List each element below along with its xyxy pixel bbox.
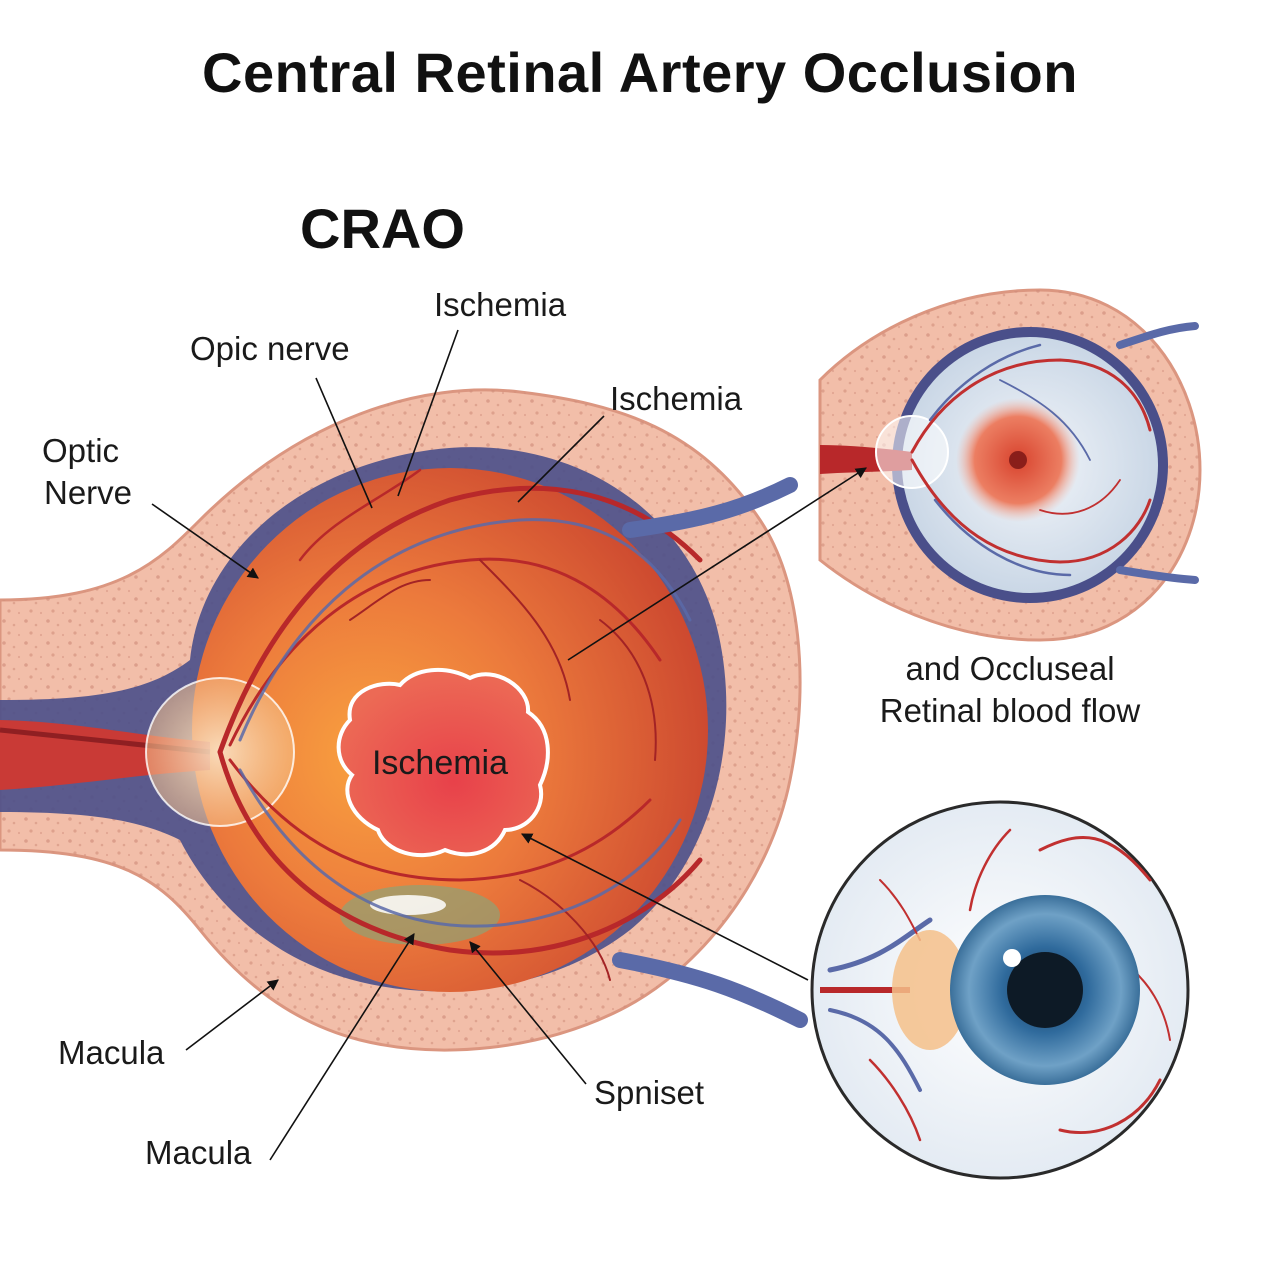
label-macula-left: Macula <box>58 1034 165 1071</box>
label-ischemia-right: Ischemia <box>610 380 743 417</box>
label-optic-nerve-line2: Nerve <box>44 474 133 511</box>
label-opic-nerve: Opic nerve <box>190 330 350 367</box>
label-ischemia-center: Ischemia <box>371 744 509 782</box>
label-optic-nerve-line1: Optic <box>42 432 120 469</box>
label-ischemia-top: Ischemia <box>434 286 567 323</box>
label-spniset: Spniset <box>594 1074 705 1111</box>
leader-lines <box>151 329 867 1161</box>
diagram-title: Central Retinal Artery Occlusion <box>202 41 1078 104</box>
inset-caption-line1: and Occluseal <box>905 650 1115 687</box>
fundus-inset-top <box>818 288 1202 642</box>
inset-caption-line2: Retinal blood flow <box>879 692 1141 729</box>
diagram-subtitle: CRAO <box>300 197 465 260</box>
eyeball-inset-bottom <box>810 800 1190 1180</box>
inset-caption: and Occluseal Retinal blood flow <box>840 648 1180 732</box>
main-eye-cross-section <box>0 388 808 1052</box>
label-macula-bottom: Macula <box>145 1134 252 1171</box>
